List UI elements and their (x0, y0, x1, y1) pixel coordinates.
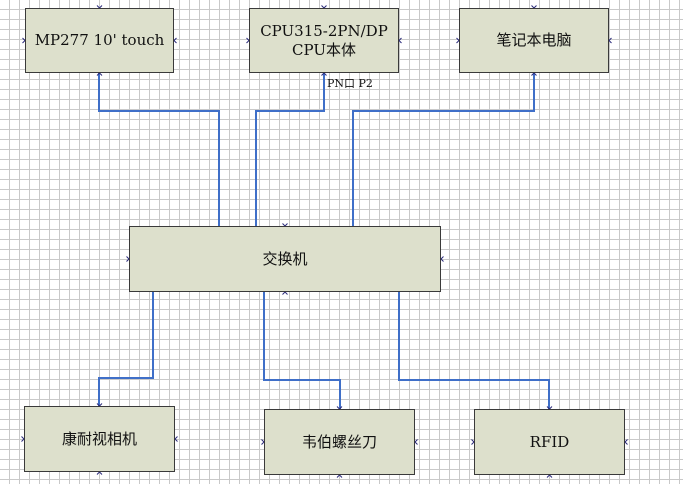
link-hmi-switch (98, 73, 220, 226)
link-switch-screwdriver (263, 292, 341, 409)
link-laptop-switch (352, 73, 535, 226)
node-hmi[interactable]: MP277 10' touch (25, 8, 174, 73)
cpu-port-label: PN口 P2 (327, 77, 373, 90)
node-laptop[interactable]: 笔记本电脑 (459, 8, 609, 73)
node-cpu[interactable]: CPU315-2PN/DP CPU本体 (249, 8, 399, 73)
node-screwdriver[interactable]: 韦伯螺丝刀 (264, 409, 415, 475)
connection-lines (98, 73, 550, 409)
node-rfid[interactable]: RFID (474, 409, 625, 475)
node-switch[interactable]: 交换机 (129, 226, 441, 292)
link-cpu-switch (255, 73, 325, 226)
node-camera[interactable]: 康耐视相机 (24, 406, 175, 472)
link-switch-camera (98, 292, 154, 406)
link-switch-rfid (398, 292, 550, 409)
